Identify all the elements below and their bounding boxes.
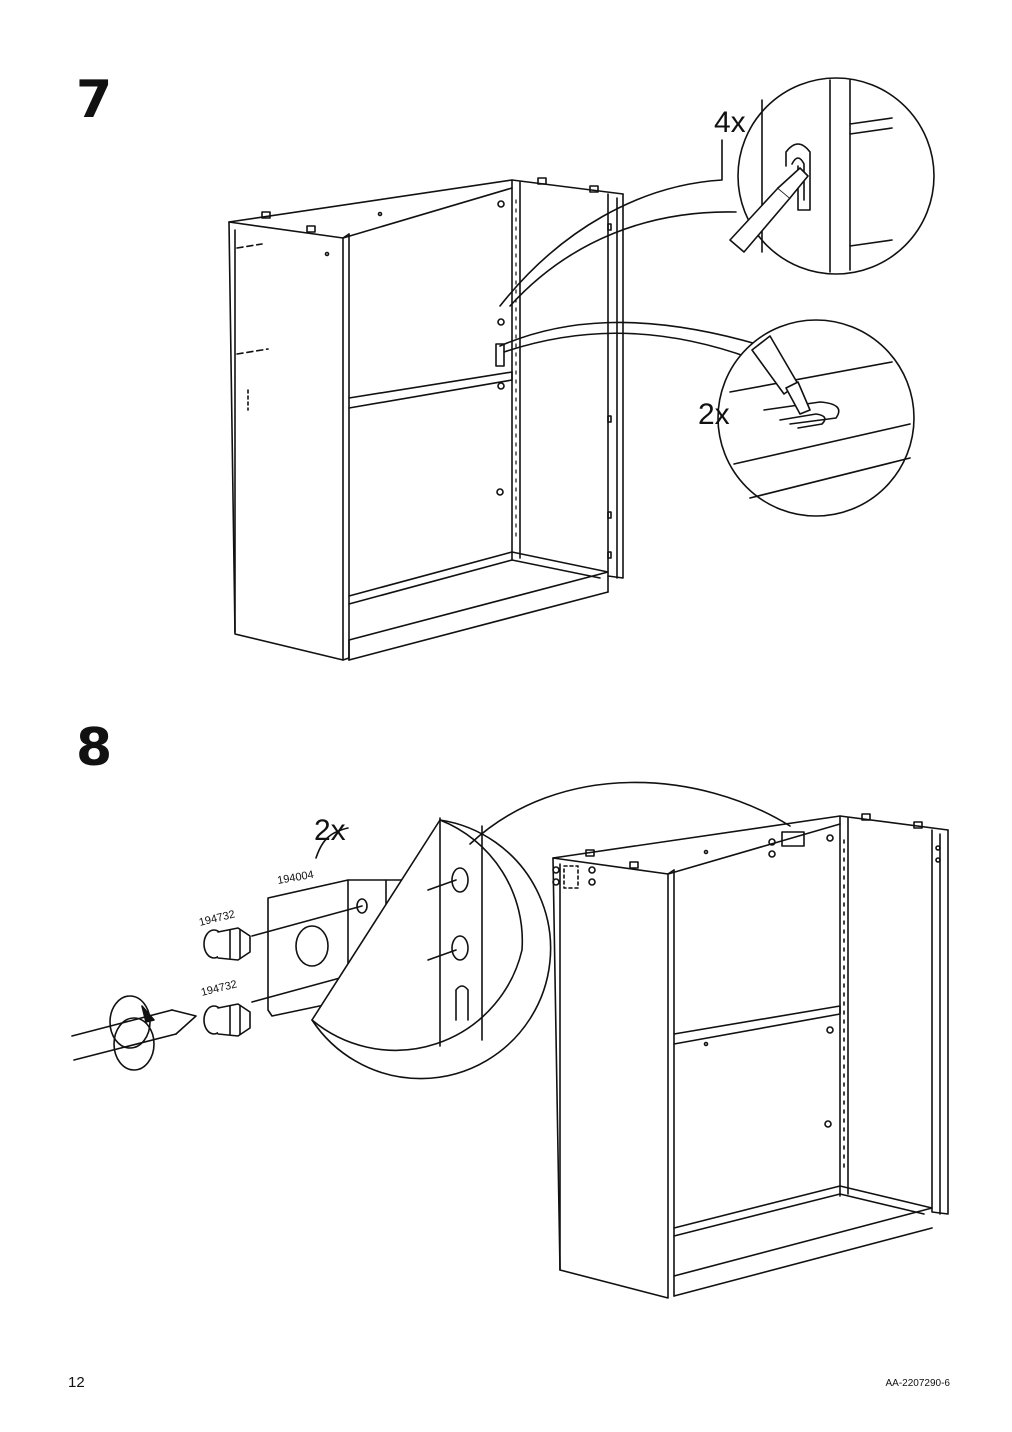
step-8-number: 8 bbox=[76, 718, 113, 778]
leader-line bbox=[509, 211, 737, 307]
document-code: AA-2207290-6 bbox=[885, 1378, 951, 1389]
screwdriver-rotate-icon bbox=[71, 995, 197, 1071]
quantity-label: 4x bbox=[714, 106, 746, 139]
step-7-number: 7 bbox=[76, 70, 113, 130]
step7-cabinet bbox=[228, 177, 624, 661]
leader-line bbox=[499, 321, 761, 347]
part-number-bracket: 194004 bbox=[276, 869, 314, 887]
part-number-screw: 194732 bbox=[200, 978, 239, 999]
screw-icon bbox=[203, 905, 363, 961]
leader-line bbox=[315, 827, 349, 859]
detail-circle-bracket bbox=[311, 817, 552, 1080]
step8-cabinet bbox=[552, 813, 949, 1299]
part-number-screw: 194732 bbox=[198, 908, 237, 929]
leader-line bbox=[503, 332, 751, 359]
leader-line bbox=[469, 781, 791, 845]
quantity-label: 2x bbox=[314, 814, 346, 847]
detail-circle-slot bbox=[729, 77, 935, 275]
detail-circle-tab bbox=[717, 319, 915, 517]
quantity-label: 2x bbox=[698, 398, 730, 431]
page-number: 12 bbox=[68, 1374, 85, 1391]
leader-line bbox=[499, 139, 723, 307]
